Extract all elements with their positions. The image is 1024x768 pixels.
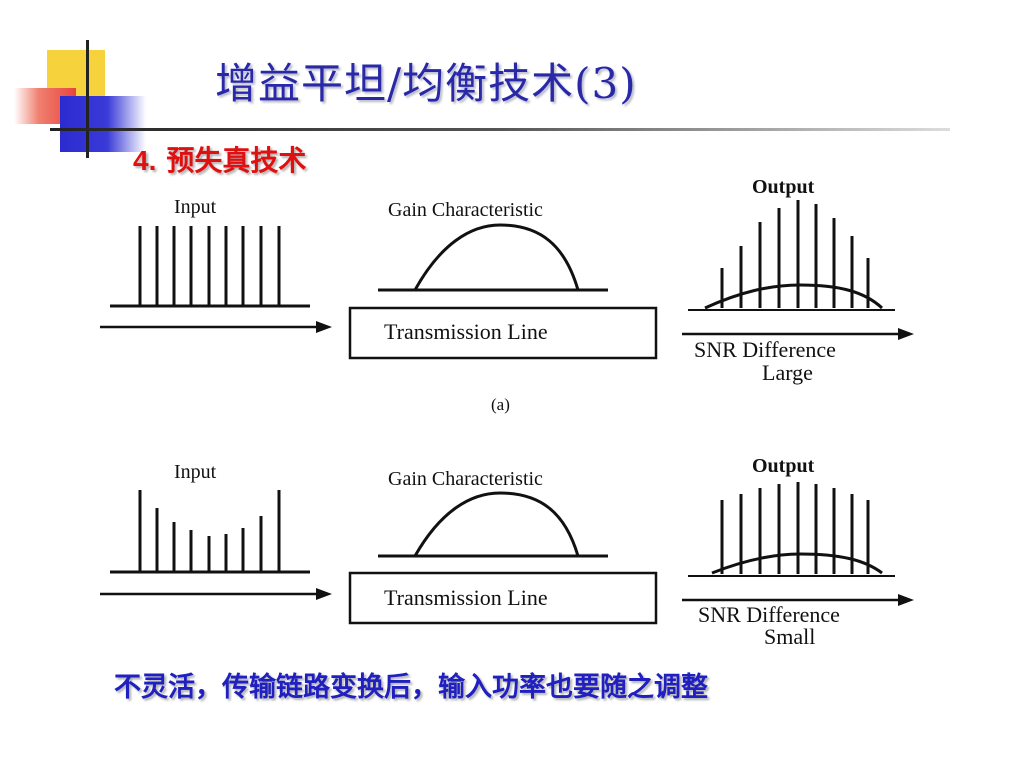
- b-snr-label: SNR Difference: [698, 602, 840, 627]
- b-input-arrowhead: [316, 588, 332, 600]
- a-output-arrowhead: [898, 328, 914, 340]
- a-gain-curve: [413, 223, 580, 291]
- a-output-label: Output: [752, 176, 815, 198]
- a-input-arrowhead: [316, 321, 332, 333]
- a-caption: (a): [491, 395, 510, 414]
- page-title: 增益平坦/均衡技术(3): [215, 59, 637, 108]
- footer-note: 不灵活，传输链路变换后，输入功率也要随之调整: [114, 672, 708, 703]
- section-number: 4.: [133, 145, 157, 176]
- deco-vertical-line: [86, 40, 89, 158]
- a-snr-label: SNR Difference: [694, 337, 836, 362]
- b-transmission-box: [348, 571, 658, 625]
- a-snr-value: Large: [762, 360, 813, 385]
- section-heading: 4. 预失真技术: [133, 139, 306, 179]
- b-gain-curve: [413, 491, 580, 557]
- a-output-envelope: [704, 283, 884, 310]
- a-gain-label: Gain Characteristic: [388, 199, 543, 221]
- a-transmission-label: Transmission Line: [384, 319, 548, 344]
- b-output-label: Output: [752, 455, 815, 477]
- title-underline: [50, 128, 950, 131]
- a-input-label: Input: [174, 196, 217, 218]
- b-snr-value: Small: [764, 624, 816, 649]
- section-title: 预失真技术: [166, 144, 307, 177]
- b-gain-label: Gain Characteristic: [388, 468, 543, 490]
- b-output-arrowhead: [898, 594, 914, 606]
- b-transmission-label: Transmission Line: [384, 585, 548, 610]
- a-transmission-box: [348, 306, 658, 360]
- deco-blue-bar: [60, 96, 146, 152]
- b-input-label: Input: [174, 461, 217, 483]
